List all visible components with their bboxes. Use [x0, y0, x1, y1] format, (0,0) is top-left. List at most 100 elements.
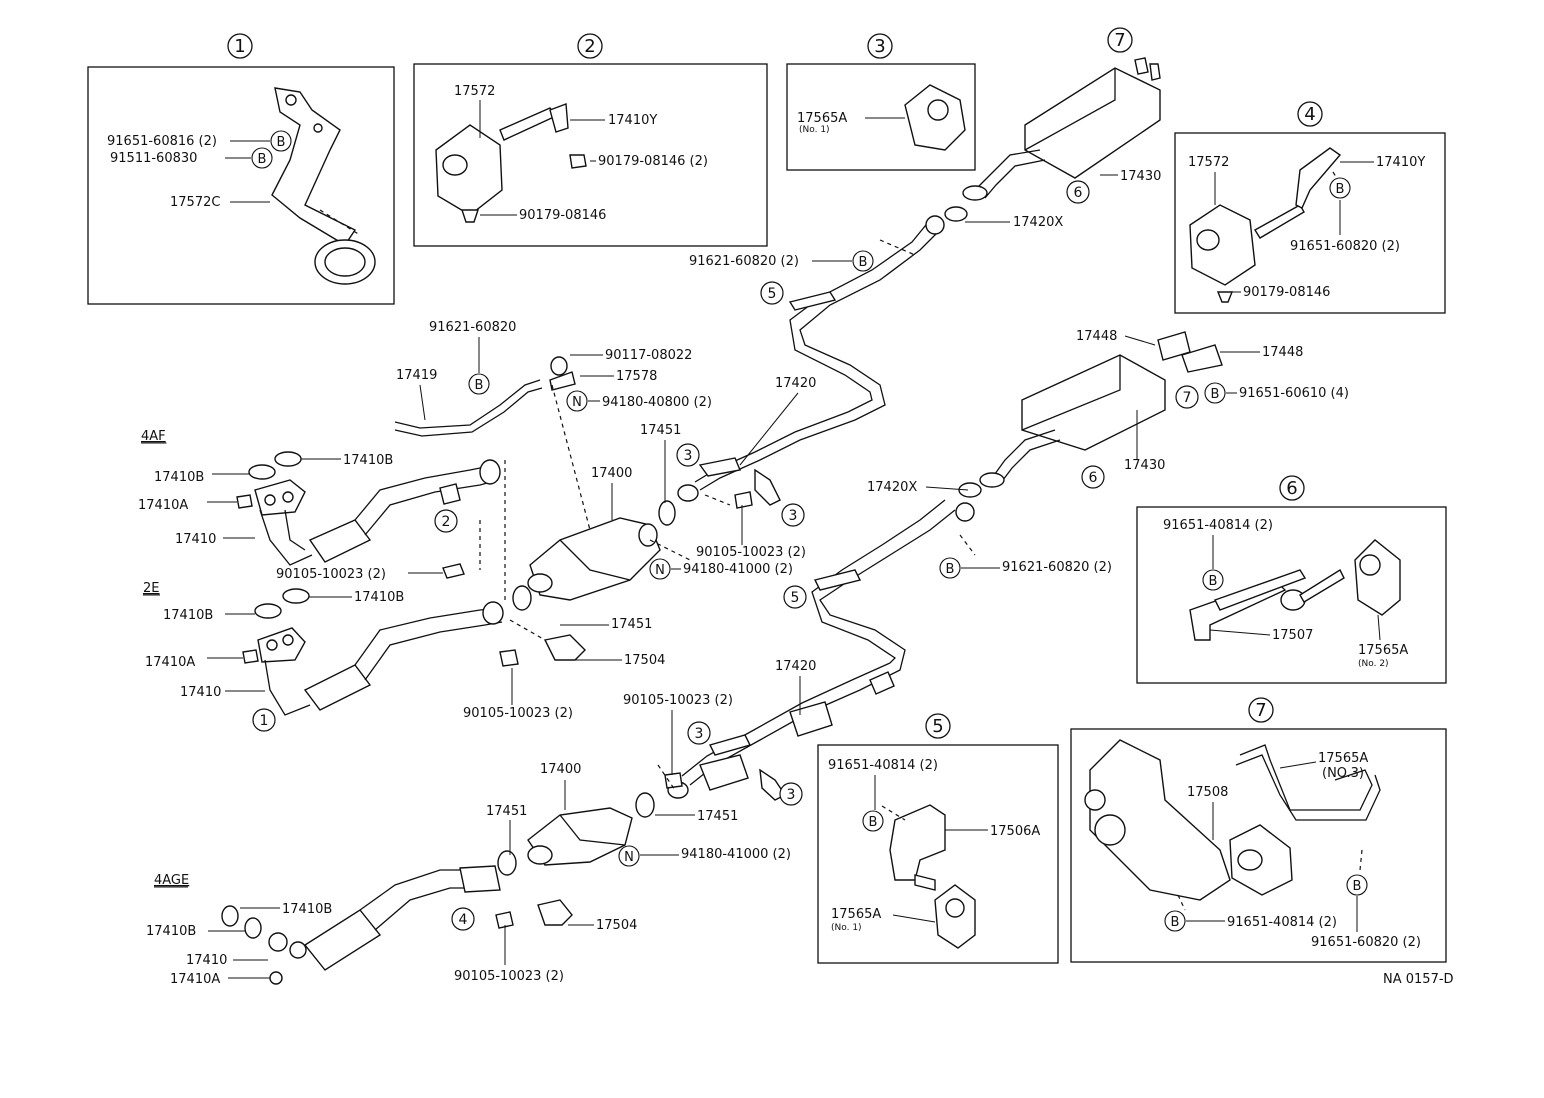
- marker-circle: [939, 557, 961, 579]
- part-mount-17572-b: [1189, 147, 1342, 303]
- part-label-17451-a: 17451: [640, 423, 681, 438]
- part-label-17410Y-a: 17410Y: [608, 113, 657, 128]
- part-label-17448-b: 17448: [1262, 345, 1303, 360]
- part-label-91621-60820: 91621-60820: [429, 320, 516, 335]
- callout-number-text: 2: [442, 514, 451, 530]
- callout-number-text: 3: [695, 726, 704, 742]
- part-label-90179-08146-2: 90179-08146 (2): [598, 154, 708, 169]
- marker-m5: B: [468, 373, 490, 395]
- marker-circle: [1346, 874, 1368, 896]
- callout-circle: [783, 585, 807, 609]
- marker-m6: N: [566, 390, 588, 412]
- engine-code-4AF: 4AF: [141, 429, 166, 444]
- section-number-text: 2: [584, 36, 595, 57]
- callout-circle: [779, 782, 803, 806]
- part-label-90105-10023-2b: 90105-10023 (2): [276, 567, 386, 582]
- callout-circle: [451, 907, 475, 931]
- box-section-3: [786, 63, 976, 171]
- marker-circle: [1164, 910, 1186, 932]
- callout-number-text: 4: [459, 912, 468, 928]
- dashed-connections: [479, 171, 1363, 911]
- callout-circle: [781, 503, 805, 527]
- marker-circle: [566, 390, 588, 412]
- callout-number-text: 3: [787, 787, 796, 803]
- marker-letter: B: [277, 135, 286, 150]
- part-label-91651-40814-2b: 91651-40814 (2): [828, 758, 938, 773]
- callout-c2: 6: [1066, 180, 1090, 204]
- part-label-90105-10023-2a: 90105-10023 (2): [696, 545, 806, 560]
- callout-number-text: 3: [684, 448, 693, 464]
- marker-letter: B: [1353, 879, 1362, 894]
- part-label-94180-41000-2a: 94180-41000 (2): [683, 562, 793, 577]
- part-label-17410A-a: 17410A: [138, 498, 188, 513]
- marker-m13: B: [1346, 874, 1368, 896]
- section-circle: [1297, 101, 1323, 127]
- part-label-17410B-d: 17410B: [163, 608, 213, 623]
- marker-m1: B: [270, 130, 292, 152]
- callout-number-text: 5: [791, 590, 800, 606]
- callout-c6: 3: [781, 503, 805, 527]
- section-number-text: 4: [1304, 104, 1315, 125]
- section-number-7: 7: [1107, 27, 1133, 53]
- part-mount-17572: [435, 103, 587, 223]
- part-hanger-17565a-no1: [904, 84, 966, 151]
- part-label-17504-a: 17504: [624, 653, 665, 668]
- section-circle: [925, 713, 951, 739]
- callout-c5: 6: [1081, 465, 1105, 489]
- part-label-90105-10023-2c: 90105-10023 (2): [623, 693, 733, 708]
- part-label-17508: 17508: [1187, 785, 1228, 800]
- marker-circle: [1204, 382, 1226, 404]
- marker-m12: N: [618, 845, 640, 867]
- box-section-5: [817, 744, 1059, 964]
- marker-letter: N: [572, 395, 582, 410]
- part-label-17430-b: 17430: [1124, 458, 1165, 473]
- callout-circle: [252, 708, 276, 732]
- part-label-17410B-a: 17410B: [343, 453, 393, 468]
- box-section-4: [1174, 132, 1446, 314]
- box-section-2: [413, 63, 768, 247]
- box-section-1: [87, 66, 395, 305]
- callout-circle: [1081, 465, 1105, 489]
- callout-c9: 1: [252, 708, 276, 732]
- part-label-91651-60610-4: 91651-60610 (4): [1239, 386, 1349, 401]
- part-muffler-17430-lower: [979, 331, 1223, 488]
- part-bracket-17507: [1189, 539, 1401, 641]
- marker-m8: N: [649, 558, 671, 580]
- marker-circle: [862, 810, 884, 832]
- part-label-17565A-5: 17565A: [831, 907, 881, 922]
- part-pipe-17420-upper: [677, 206, 968, 506]
- part-catalytic-17400-upper: [527, 517, 661, 601]
- part-catalytic-17400-lower: [527, 807, 633, 866]
- part-pipe-17420-lower: [667, 482, 982, 801]
- part-label-17410A-c: 17410A: [170, 972, 220, 987]
- marker-letter: B: [258, 152, 267, 167]
- small-parts: [221, 451, 753, 985]
- callout-circle: [434, 509, 458, 533]
- marker-letter: B: [869, 815, 878, 830]
- part-label-17420-b: 17420: [775, 659, 816, 674]
- section-number-4: 4: [1297, 101, 1323, 127]
- callout-c10: 3: [687, 721, 711, 745]
- marker-circle: [852, 250, 874, 272]
- callout-circle: [676, 443, 700, 467]
- part-label-94180-41000-2b: 94180-41000 (2): [681, 847, 791, 862]
- marker-letter: B: [1171, 915, 1180, 930]
- part-manifold-4age: [268, 865, 501, 971]
- section-number-text: 6: [1286, 478, 1297, 499]
- sub-label-no1-a: (No. 1): [799, 125, 830, 135]
- part-bracket-17506a: [889, 804, 976, 949]
- marker-letter: B: [859, 255, 868, 270]
- sub-label-no1-b: (No. 1): [831, 923, 862, 933]
- marker-m2: B: [251, 147, 273, 169]
- section-boxes: [87, 63, 1447, 964]
- part-label-17420-a: 17420: [775, 376, 816, 391]
- part-label-91651-60820-2b: 91651-60820 (2): [1311, 935, 1421, 950]
- part-label-17572-b: 17572: [1188, 155, 1229, 170]
- section-number-3: 3: [867, 33, 893, 59]
- callout-c8: 5: [783, 585, 807, 609]
- part-label-17506A: 17506A: [990, 824, 1040, 839]
- part-label-17400-a: 17400: [591, 466, 632, 481]
- part-label-17451-b: 17451: [611, 617, 652, 632]
- part-label-90179-08146-a: 90179-08146: [519, 208, 606, 223]
